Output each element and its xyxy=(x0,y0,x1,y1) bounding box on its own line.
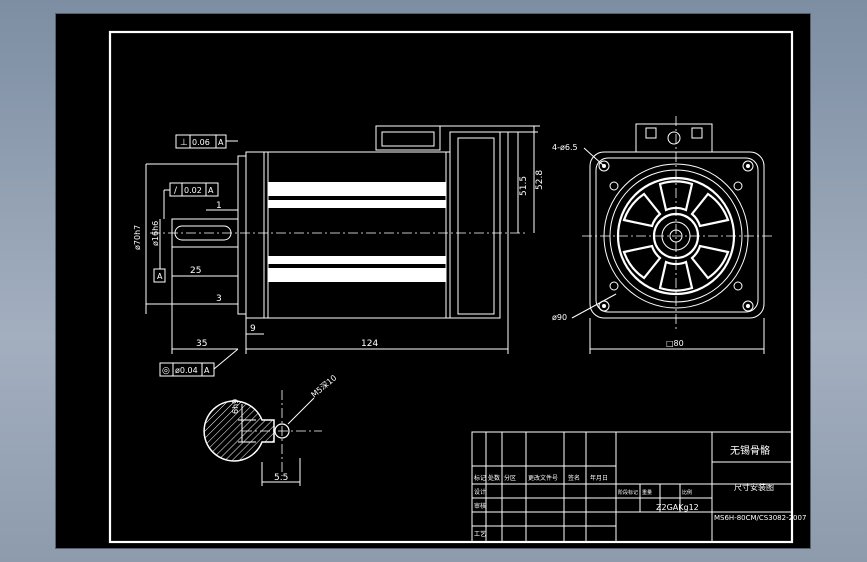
stage-label-3: 比例 xyxy=(682,489,692,496)
stage-label-1: 阶段标记 xyxy=(618,489,638,496)
col-label-3: 更改文件号 xyxy=(528,474,558,482)
dim-dia-70: ø70h7 xyxy=(133,225,142,250)
concentric-value: ø0.04 xyxy=(175,366,198,375)
dim-dia-90: ø90 xyxy=(552,313,567,322)
dim-holes: 4-ø6.5 xyxy=(552,143,578,152)
dim-thread: M5深10 xyxy=(310,373,339,399)
concentric-symbol: ◎ xyxy=(162,366,170,376)
title-block: 无锡骨骼 尺寸安装图 MS6H-80CM/CS3082-2007 Z2GAKg1… xyxy=(471,431,806,543)
perp-datum: A xyxy=(218,138,224,147)
shaft-section-view: 6h9 5.5 M5深10 xyxy=(203,373,339,486)
row-label-3: 审核 xyxy=(474,502,486,510)
concentric-datum: A xyxy=(204,366,210,375)
datum-a-label: A xyxy=(157,272,163,281)
row-label-4: 工艺 xyxy=(474,530,486,538)
dim-51-5: 51.5 xyxy=(519,176,529,196)
title-part-no: MS6H-80CM/CS3082-2007 xyxy=(714,514,806,522)
dim-key-depth: 6h9 xyxy=(231,399,240,414)
dim-9: 9 xyxy=(250,324,256,334)
cad-drawing: 35 124 9 25 3 1 ø70h7 ø16h6 51.5 52.8 ⊥ … xyxy=(108,30,806,544)
dim-sq-80: □80 xyxy=(666,339,684,348)
perp-symbol: ⊥ xyxy=(180,138,188,148)
row-label-1: 标记 xyxy=(474,474,486,482)
drawing-border xyxy=(108,30,794,544)
tolerance-frames: ⊥ 0.06 A / 0.02 A A ◎ ø0.04 A xyxy=(153,134,239,377)
dim-52-8: 52.8 xyxy=(535,170,545,190)
dim-25: 25 xyxy=(190,266,201,276)
motor-side-view xyxy=(150,125,526,319)
title-material: Z2GAKg12 xyxy=(656,503,699,512)
dim-35: 35 xyxy=(196,339,207,349)
perp-value: 0.06 xyxy=(192,138,210,147)
dim-key-width: 5.5 xyxy=(274,473,288,483)
dim-124: 124 xyxy=(361,339,378,349)
col-label-2: 分区 xyxy=(504,474,516,482)
title-company: 无锡骨骼 xyxy=(730,444,770,457)
runout-symbol: / xyxy=(174,186,178,196)
col-label-1: 处数 xyxy=(488,474,500,482)
stage-label-2: 重量 xyxy=(642,489,652,496)
runout-value: 0.02 xyxy=(184,186,202,195)
title-drawing-name: 尺寸安装图 xyxy=(734,482,774,492)
col-label-4: 签名 xyxy=(568,474,580,482)
dim-dia-16: ø16h6 xyxy=(151,221,160,246)
row-label-2: 设计 xyxy=(474,488,486,496)
side-view-dimensions: 35 124 9 25 3 1 ø70h7 ø16h6 51.5 52.8 xyxy=(133,125,545,354)
runout-datum: A xyxy=(208,186,214,195)
dim-1: 1 xyxy=(216,201,222,211)
drawing-sheet: 35 124 9 25 3 1 ø70h7 ø16h6 51.5 52.8 ⊥ … xyxy=(56,14,810,548)
col-label-5: 年月日 xyxy=(590,474,608,482)
front-view-dimensions: 4-ø6.5 ø90 □80 xyxy=(552,143,765,354)
dim-3: 3 xyxy=(216,294,222,304)
motor-front-view xyxy=(582,116,772,330)
